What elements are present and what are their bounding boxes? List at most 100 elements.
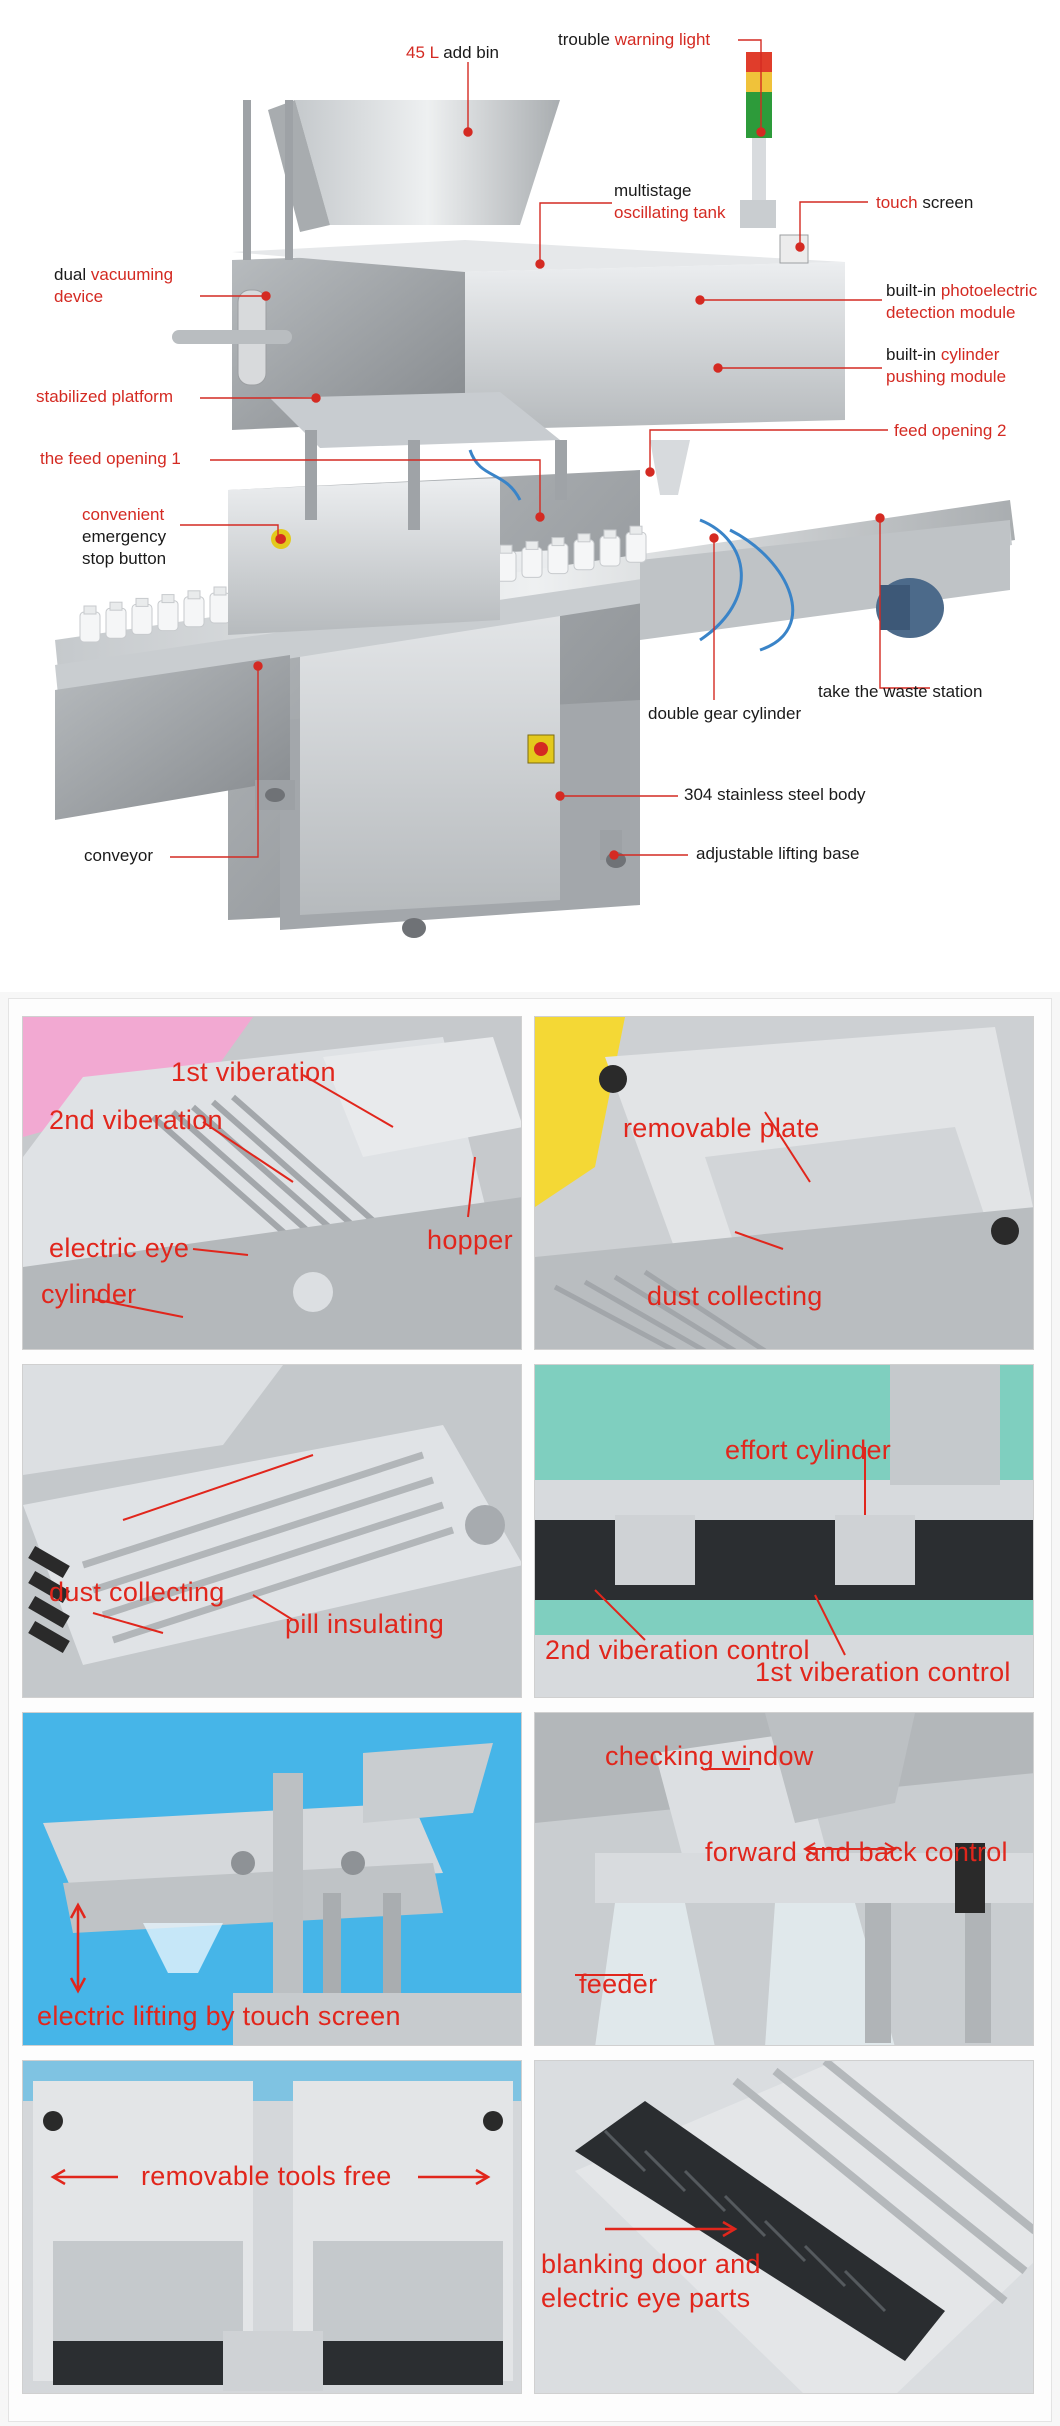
panel-6-label-checking-window: checking window: [605, 1741, 814, 1771]
callout-double-gear-black: double gear cylinder: [648, 704, 802, 723]
panel-checking-window: checking window forward and back control…: [534, 1712, 1034, 2046]
bottle: [521, 546, 543, 578]
callout-emergency-line3: stop button: [82, 549, 167, 568]
machine-illustration: [55, 39, 1015, 938]
bottle-cap: [109, 601, 123, 611]
callout-cylinder-pushing: built-in cylinder pushing module: [886, 344, 1006, 388]
callout-oscillating-line1: multistage: [614, 181, 692, 200]
panel-1-label-1st-vibration: 1st viberation: [171, 1057, 336, 1087]
panel-dust-collecting: dust collecting pill insulating: [22, 1364, 522, 1698]
bottle: [547, 543, 569, 575]
callout-double-gear: double gear cylinder: [648, 703, 801, 725]
bottle-cap: [161, 594, 175, 604]
leader-lines: [170, 39, 930, 860]
panel-4-label-1st-vibration-control: 1st viberation control: [755, 1657, 1011, 1687]
callout-conveyor: conveyor: [84, 845, 153, 867]
panel-3-label-pill-insulating: pill insulating: [285, 1609, 445, 1639]
callout-vacuum-black: dual: [54, 265, 91, 284]
callout-warning-light: trouble warning light: [558, 29, 710, 51]
bottle-cap: [187, 590, 201, 600]
bottle: [573, 539, 595, 571]
callout-lifting-black: adjustable lifting base: [696, 844, 860, 863]
callout-cyl-red: cylinder: [940, 345, 1000, 364]
panel-7-label-removable-tools: removable tools free: [141, 2161, 392, 2191]
callout-photo-red: photoelectric: [940, 281, 1038, 300]
panel-blanking-door: blanking door and electric eye parts: [534, 2060, 1034, 2394]
panel-effort-cylinder: effort cylinder 2nd viberation control 1…: [534, 1364, 1034, 1698]
callout-warning-light-black: trouble: [558, 30, 615, 49]
callout-vacuum-line2: device: [54, 287, 104, 306]
bottle: [105, 607, 127, 639]
bottle: [131, 603, 153, 635]
panel-vibration-detail: 1st viberation 2nd viberation electric e…: [22, 1016, 522, 1350]
panel-6-label-feeder: feeder: [579, 1969, 658, 1999]
callout-add-bin-black: add bin: [438, 43, 499, 62]
callout-feed-opening-2: feed opening 2: [894, 420, 1007, 442]
bottle-cap: [83, 605, 97, 615]
callout-conveyor-black: conveyor: [84, 846, 153, 865]
bottle-cap: [525, 540, 539, 550]
warning-light-tower: [740, 52, 809, 264]
callout-feed-opening-1: the feed opening 1: [40, 448, 181, 470]
bottle: [79, 611, 101, 643]
panel-5-illustration: [23, 1713, 521, 2045]
panel-1-label-2nd-vibration: 2nd viberation: [49, 1105, 223, 1135]
bottle: [599, 535, 621, 567]
panel-removable-plate: removable plate dust collecting: [534, 1016, 1034, 1350]
panel-7-illustration: [23, 2061, 521, 2393]
callout-touch-black: screen: [917, 193, 974, 212]
panel-2-illustration: [535, 1017, 1033, 1349]
machine-diagram: 45 L add bin trouble warning light multi…: [0, 0, 1060, 990]
callout-stainless-body: 304 stainless steel body: [684, 784, 865, 806]
panel-6-label-forward-back: forward and back control: [705, 1837, 1008, 1867]
callout-waste-station: take the waste station: [818, 681, 982, 703]
panel-8-label-blanking-line2: electric eye parts: [541, 2283, 751, 2313]
bottle-cap: [499, 544, 513, 554]
panel-5-label-electric-lifting: electric lifting by touch screen: [37, 2001, 401, 2031]
panel-8-illustration: [535, 2061, 1033, 2393]
detail-photo-grid: 1st viberation 2nd viberation electric e…: [0, 992, 1060, 2426]
callout-cyl-black: built-in: [886, 345, 941, 364]
panel-3-illustration: [23, 1365, 521, 1697]
bottle-cap: [603, 529, 617, 539]
panel-1-illustration: [23, 1017, 521, 1349]
panel-1-label-electric-eye: electric eye: [49, 1233, 190, 1263]
callout-touch-red: touch: [876, 193, 918, 212]
callout-photoelectric: built-in photoelectric detection module: [886, 280, 1037, 324]
callout-oscillating-tank: multistage oscillating tank: [614, 180, 726, 224]
callout-stabilized-red: stabilized platform: [36, 387, 174, 406]
callout-oscillating-line2: oscillating tank: [614, 203, 726, 222]
bottle-cap: [577, 533, 591, 543]
callout-feed2-red: feed opening 2: [894, 421, 1007, 440]
panel-removable-tools: removable tools free: [22, 2060, 522, 2394]
bottle: [157, 600, 179, 632]
counting-head: [172, 100, 845, 652]
callout-cyl-line2: pushing module: [886, 367, 1007, 386]
callout-photo-line2: detection module: [886, 303, 1016, 322]
callout-vacuuming: dual vacuuming device: [54, 264, 173, 308]
callout-feed1-red: the feed opening 1: [40, 449, 181, 468]
callout-emergency-line2: emergency: [82, 527, 167, 546]
bottle: [183, 596, 205, 628]
callout-vacuum-red: vacuuming: [90, 265, 174, 284]
callout-stainless-black: 304 stainless steel body: [684, 785, 866, 804]
callout-waste-black: take the waste station: [818, 682, 983, 701]
panel-1-label-hopper: hopper: [427, 1225, 513, 1255]
callout-add-bin: 45 L add bin: [406, 42, 499, 64]
callout-touch-screen: touch screen: [876, 192, 973, 214]
bottle-cap: [629, 525, 643, 535]
callout-warning-light-red: warning light: [614, 30, 711, 49]
bottle: [209, 592, 231, 624]
bottle-cap: [213, 586, 227, 596]
panel-4-illustration: [535, 1365, 1033, 1697]
panel-2-label-dust-collecting: dust collecting: [647, 1281, 823, 1311]
panel-1-label-cylinder: cylinder: [41, 1279, 137, 1309]
panel-6-illustration: [535, 1713, 1033, 2045]
panel-4-label-2nd-vibration-control: 2nd viberation control: [545, 1635, 810, 1665]
callout-photo-black: built-in: [886, 281, 941, 300]
bottle-cap: [551, 537, 565, 547]
panel-electric-lifting: electric lifting by touch screen: [22, 1712, 522, 2046]
callout-emergency-line1: convenient: [82, 505, 165, 524]
callout-lifting-base: adjustable lifting base: [696, 843, 860, 865]
panel-2-label-removable-plate: removable plate: [623, 1113, 820, 1143]
